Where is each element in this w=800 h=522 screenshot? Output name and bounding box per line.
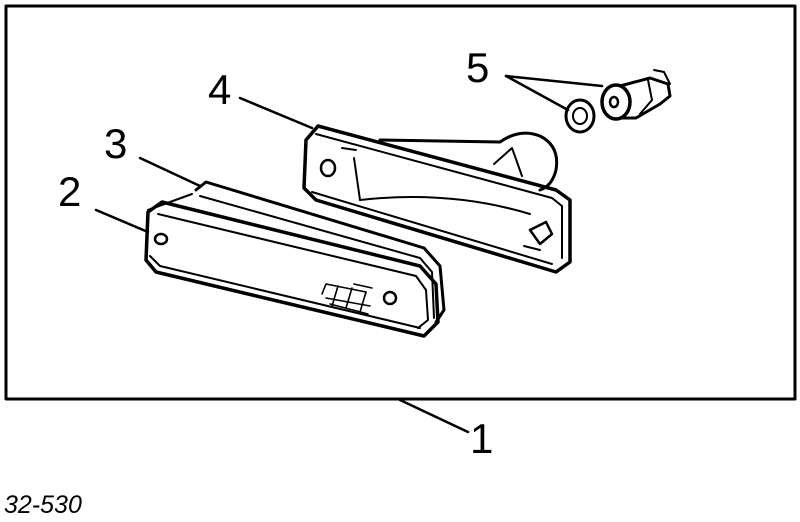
lens-screw-hole-right <box>382 290 398 306</box>
socket-part <box>564 69 672 134</box>
lens-screw-hole-left <box>153 232 169 246</box>
callout-3: 3 <box>104 120 127 167</box>
leader-2 <box>94 208 150 234</box>
housing-part <box>302 124 572 274</box>
leader-1 <box>398 398 470 434</box>
lens-part <box>144 200 440 338</box>
socket-body <box>600 83 632 121</box>
leader-4 <box>238 96 314 130</box>
leader-3 <box>138 156 202 188</box>
callout-5: 5 <box>466 44 489 91</box>
callout-1: 1 <box>470 415 493 462</box>
callout-2: 2 <box>58 168 81 215</box>
callout-4: 4 <box>208 66 231 113</box>
leader-5a <box>504 74 570 112</box>
figure-reference: 32-530 <box>4 491 82 517</box>
washer <box>564 98 596 134</box>
assembly-frame <box>4 4 797 401</box>
lens-prism-pattern <box>321 283 373 315</box>
bulb <box>378 131 559 192</box>
housing-screw-hole <box>319 158 337 178</box>
gasket-part <box>147 180 446 324</box>
leader-5b <box>504 74 604 88</box>
leader-lines <box>94 74 604 434</box>
